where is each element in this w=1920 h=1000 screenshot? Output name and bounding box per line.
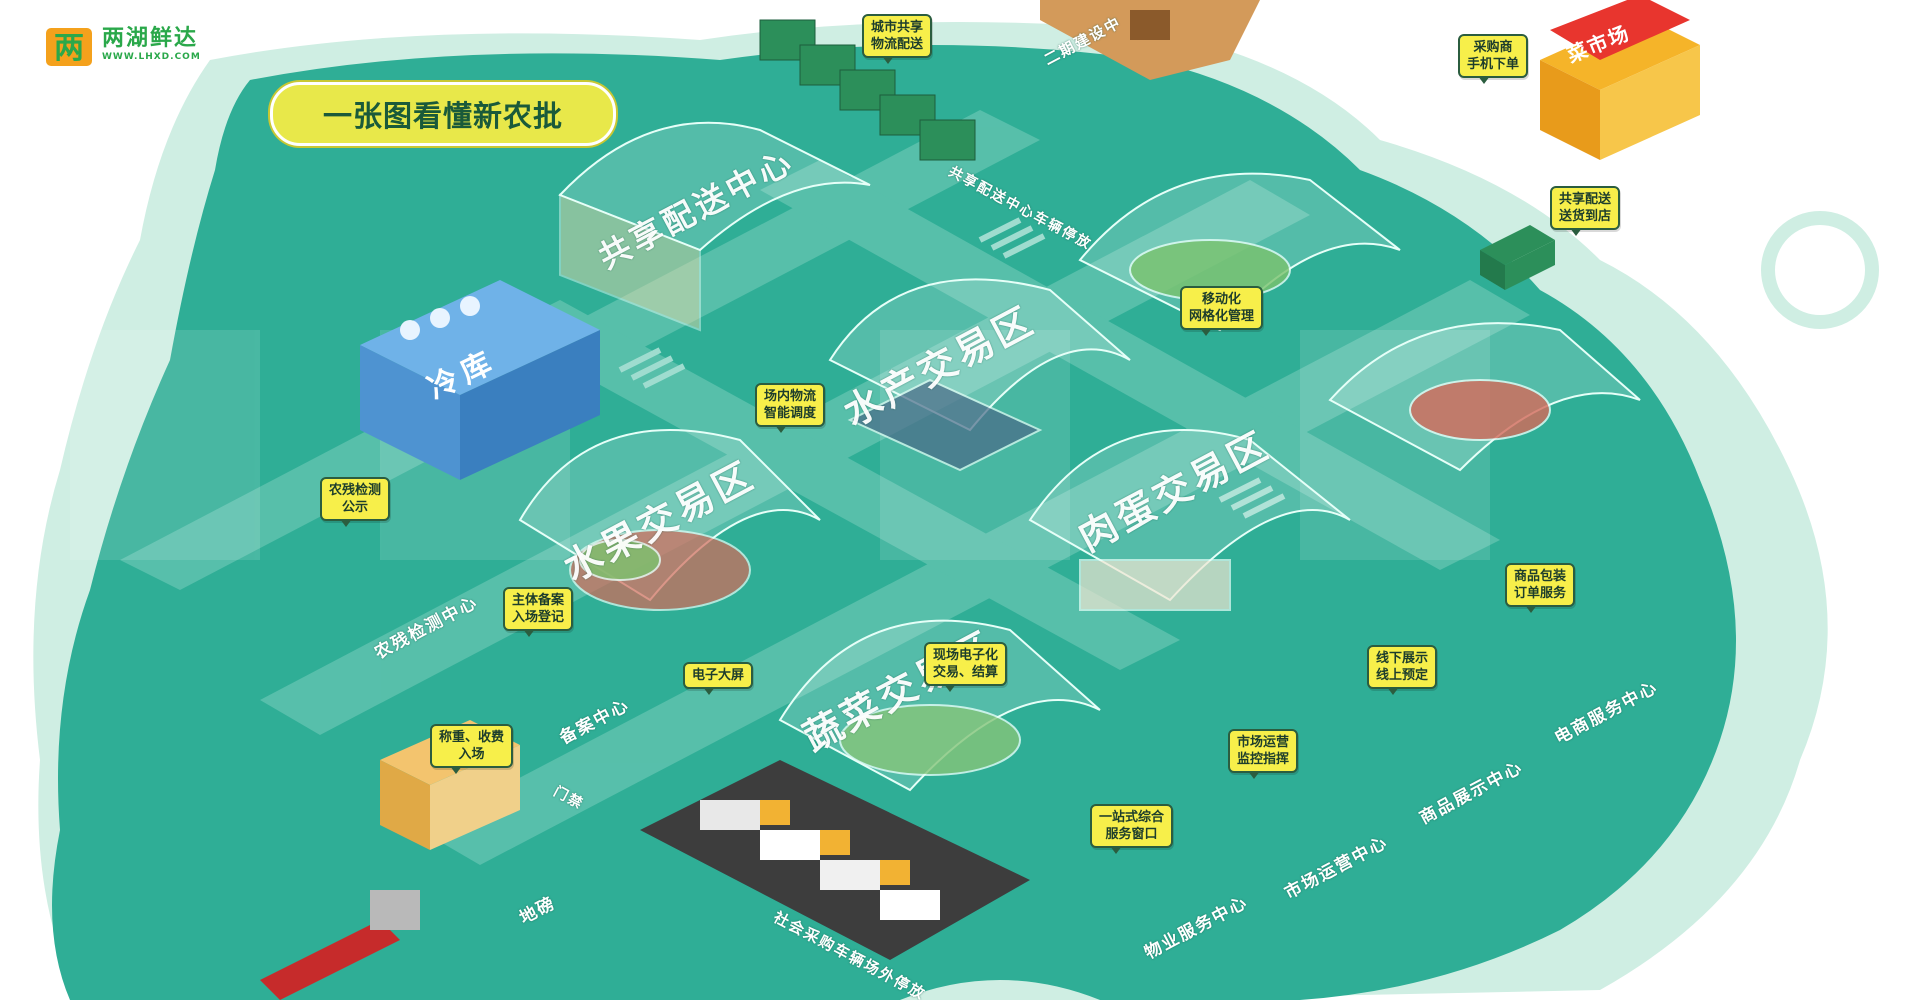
tag-big-screen: 电子大屏 (683, 662, 754, 695)
tag-product-pack: 商品包装订单服务 (1505, 563, 1576, 613)
headline-banner: 一张图看懂新农批 (270, 82, 616, 146)
crosswalks (618, 217, 1286, 519)
tag-e-trade: 现场电子化交易、结算 (924, 642, 1008, 692)
cold-storage-building (360, 280, 600, 480)
tag-one-stop: 一站式综合服务窗口 (1090, 804, 1174, 854)
dome-shared-delivery (558, 121, 871, 332)
logo-glyph: 两 (54, 31, 84, 66)
red-truck (260, 890, 420, 1000)
watermark-degree (1761, 211, 1879, 329)
logo-mark-icon: 两 (44, 22, 94, 68)
tag-residue-notice: 农残检测公示 (320, 477, 391, 527)
tag-mobile-grid: 移动化网格化管理 (1180, 286, 1264, 336)
brand-logo[interactable]: 两 两湖鲜达 WWW.LHXD.COM (44, 22, 201, 68)
delivery-van (1480, 225, 1555, 290)
brand-url: WWW.LHXD.COM (102, 52, 201, 62)
dome-aquatic (828, 278, 1131, 472)
dome-meat-egg (1028, 429, 1351, 611)
dome-vegetable (778, 619, 1101, 792)
tag-city-logistics: 城市共享物流配送 (862, 14, 933, 64)
tag-weigh-fee: 称重、收费入场 (430, 724, 514, 774)
parking-trucks (759, 19, 976, 161)
tag-smart-dispatch: 场内物流智能调度 (755, 383, 826, 433)
white-corner (1270, 0, 1920, 330)
market-shop (1540, 0, 1700, 160)
dome-fruit (518, 429, 821, 611)
tag-entity-filing: 主体备案入场登记 (503, 587, 574, 637)
construction-site (1040, 0, 1260, 80)
tag-market-ops: 市场运营监控指挥 (1228, 729, 1299, 779)
social-parking-lot (640, 760, 1030, 960)
tag-shared-delivery-store: 共享配送送货到店 (1550, 186, 1621, 236)
tag-buyer-order: 采购商手机下单 (1458, 34, 1529, 84)
dome-produce-right (1078, 172, 1641, 472)
brand-name: 两湖鲜达 (102, 26, 199, 51)
tag-offline-display: 线下展示线上预定 (1367, 645, 1438, 695)
